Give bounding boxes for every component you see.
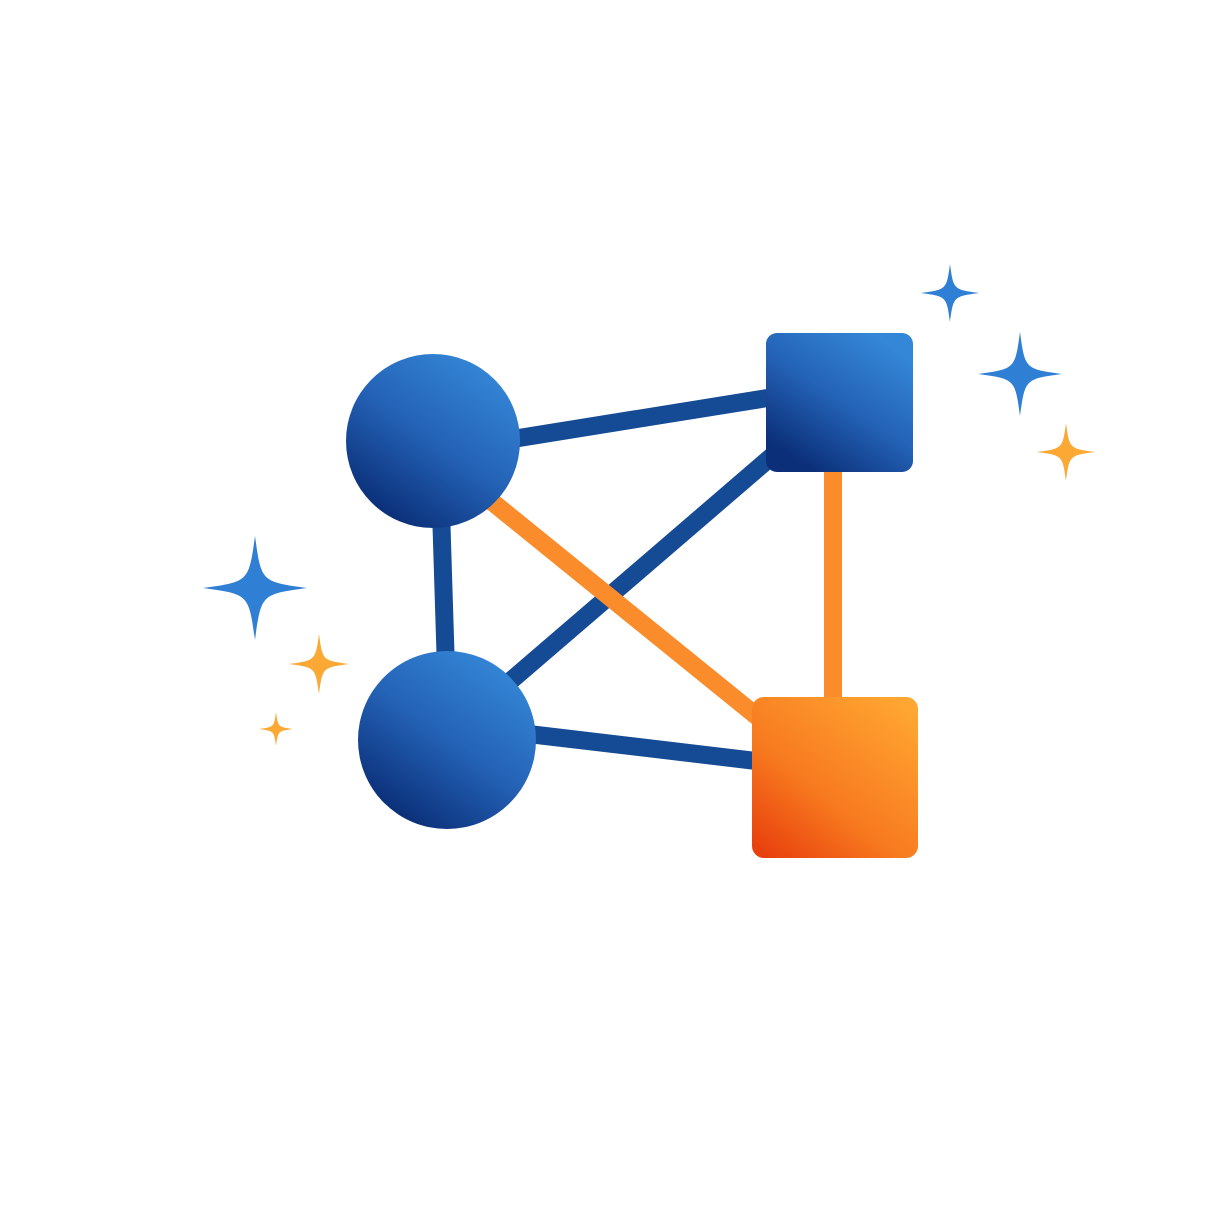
sparkle-icon [978, 332, 1062, 416]
sparkle-icon [289, 634, 349, 694]
node-circle-bottom [358, 651, 536, 829]
node-circle-top [346, 354, 520, 528]
edges [432, 387, 842, 771]
edge-circle-bottom-square-bottom [518, 724, 767, 771]
sparkles [203, 264, 1095, 746]
sparkle-icon [921, 264, 979, 322]
edge-circle-top-square-bottom [474, 485, 776, 734]
node-square-bottom [752, 697, 918, 858]
edge-circle-top-square-top [498, 387, 782, 450]
sparkle-icon [203, 536, 307, 640]
nodes [346, 333, 918, 858]
node-square-top [766, 333, 913, 472]
edge-circle-top-circle-bottom [432, 509, 455, 671]
sparkle-icon [259, 712, 293, 746]
edge-circle-bottom-square-top [494, 438, 791, 697]
sparkle-icon [1037, 423, 1095, 481]
